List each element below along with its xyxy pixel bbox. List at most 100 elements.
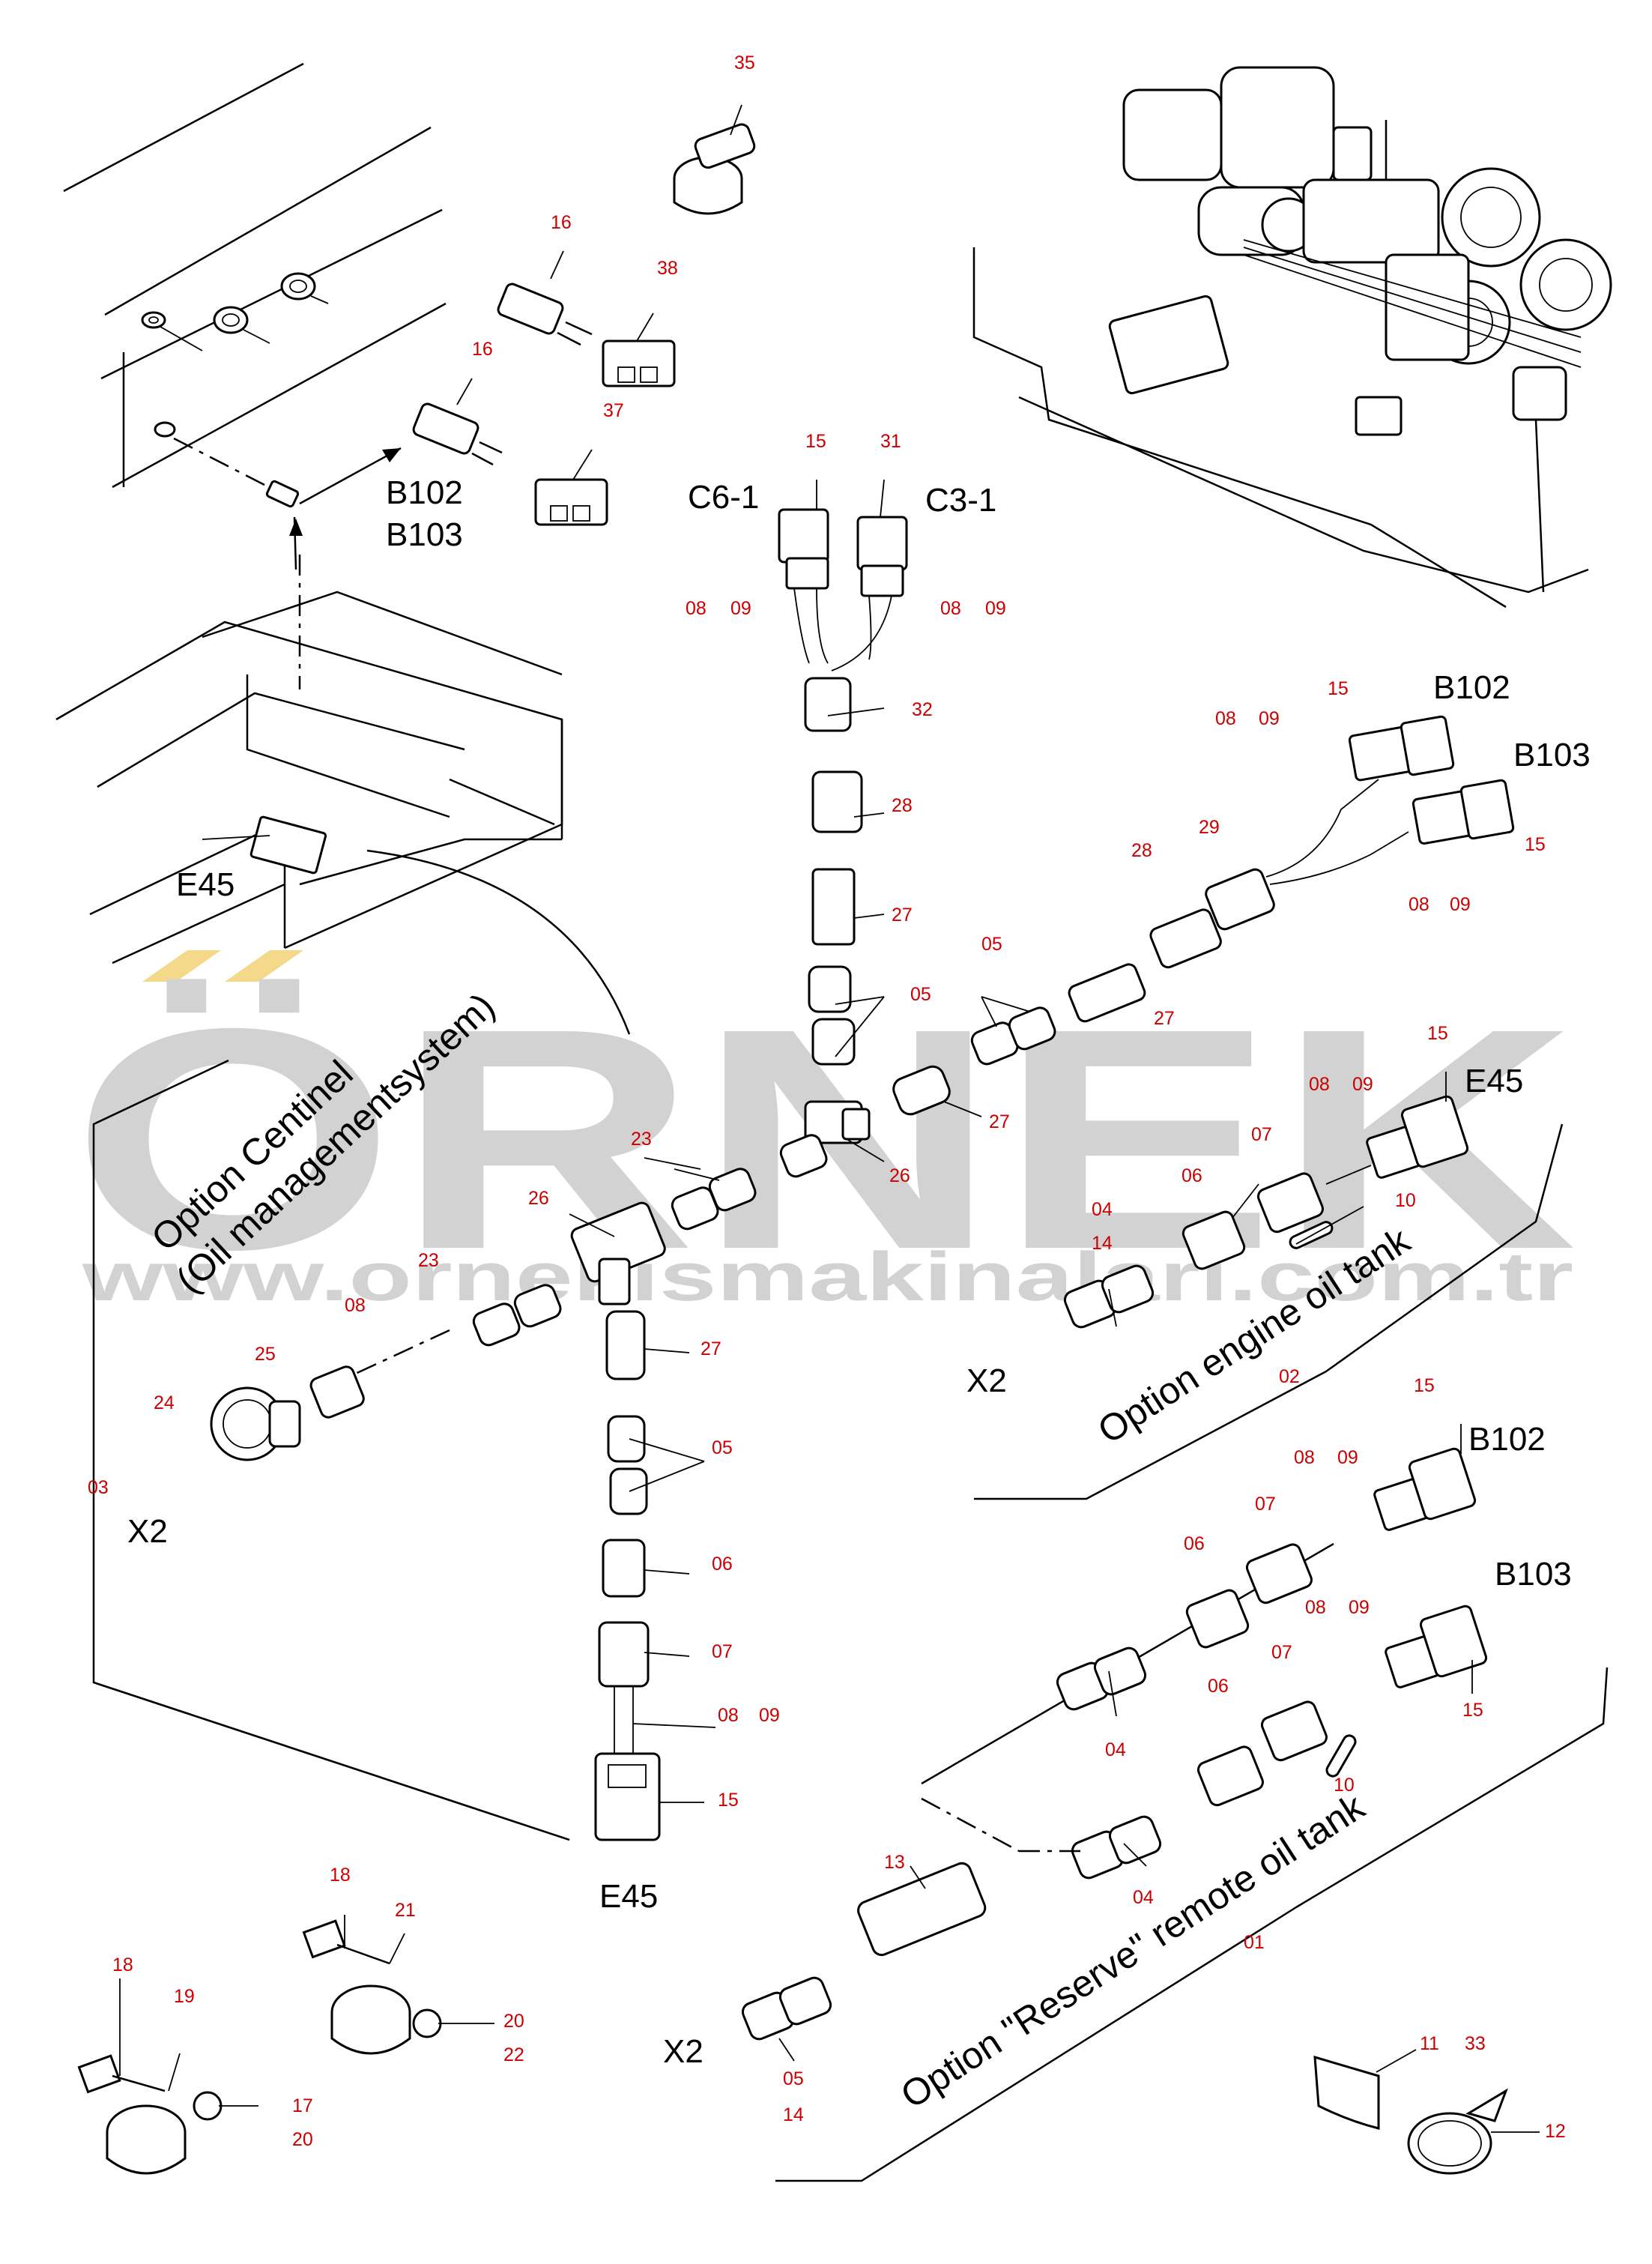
label-c3-1: C3-1 (925, 482, 996, 519)
callout: 28 (1131, 840, 1152, 861)
callout: 20 (292, 2129, 313, 2150)
label-b103-right2: B103 (1495, 1556, 1572, 1593)
callout: 24 (154, 1392, 175, 1413)
callout: 14 (1092, 1233, 1113, 1254)
callout: 31 (880, 431, 901, 452)
pointer-curve (366, 849, 631, 1035)
callout: 06 (1208, 1676, 1229, 1697)
clamp-35 (673, 104, 756, 215)
callout: 08 (718, 1705, 739, 1726)
callout: 16 (551, 212, 572, 233)
label-e45-left: E45 (176, 866, 235, 903)
callout: 35 (734, 52, 755, 73)
callout: 23 (631, 1129, 652, 1150)
callout: 02 (1279, 1366, 1300, 1387)
connector-c3-1 (831, 479, 908, 671)
callout: 15 (1525, 834, 1546, 855)
washers-group (141, 272, 329, 487)
component-labels: B102 B103 C6-1 C3-1 E45 B102 B103 E45 X2… (127, 474, 1591, 2070)
callout: 27 (1154, 1008, 1175, 1029)
connector-c6-1 (778, 480, 829, 664)
label-x2-mid: X2 (966, 1362, 1007, 1399)
callout: 08 (345, 1295, 366, 1316)
callout: 04 (1105, 1739, 1126, 1760)
callout: 01 (1244, 1932, 1265, 1953)
sleeve-11-33 (1313, 2055, 1380, 2130)
label-b103-right1: B103 (1513, 737, 1591, 773)
callout: 18 (330, 1865, 351, 1886)
callout: 37 (603, 400, 624, 421)
label-x2-bottom: X2 (663, 2033, 704, 2070)
callout: 05 (981, 934, 1002, 955)
sensor-16-bottom (412, 378, 503, 466)
label-b103-left: B103 (386, 516, 463, 553)
connector-b102-harness1 (1348, 715, 1455, 782)
callout: 03 (88, 1477, 109, 1498)
callout: 04 (1092, 1199, 1113, 1220)
callout: 09 (1337, 1447, 1358, 1468)
callout: 26 (889, 1165, 910, 1186)
callout: 09 (1349, 1597, 1370, 1618)
callout: 06 (712, 1554, 733, 1575)
label-c6-1: C6-1 (688, 479, 759, 516)
callout: 16 (472, 339, 493, 360)
callout: 22 (503, 2044, 524, 2065)
callout: 18 (112, 1954, 133, 1975)
callout: 32 (912, 699, 933, 720)
chassis-frame (55, 591, 563, 965)
watermark-url: www.ornekismakinalari.com.tr (81, 1239, 1573, 1315)
callout: 29 (1199, 817, 1220, 838)
callout: 09 (1259, 708, 1280, 729)
frame-lines (63, 62, 447, 489)
callout: 15 (1427, 1023, 1448, 1044)
callout: 07 (1251, 1124, 1272, 1145)
option-brackets (92, 1059, 1609, 2182)
callout: 19 (174, 1986, 195, 2007)
sensor-16-top (497, 250, 593, 346)
callout: 26 (528, 1188, 549, 1209)
callout: 07 (1271, 1642, 1292, 1663)
callout: 08 (940, 598, 961, 619)
connector-38 (602, 313, 676, 387)
callout: 27 (989, 1111, 1010, 1132)
vertical-harness-bottom (594, 1310, 661, 1841)
vertical-harness-top (804, 677, 871, 1144)
label-b102-right2: B102 (1468, 1421, 1546, 1458)
callout: 08 (686, 598, 707, 619)
callout: 28 (892, 795, 913, 816)
callout: 15 (1462, 1700, 1483, 1721)
callout: 15 (1414, 1375, 1435, 1396)
callout: 06 (1184, 1533, 1205, 1554)
callout: 07 (1255, 1494, 1276, 1515)
callout: 15 (1328, 678, 1349, 699)
horizontal-harness-left (210, 1134, 828, 1461)
callout: 08 (1409, 894, 1429, 915)
label-e45-right: E45 (1465, 1063, 1523, 1099)
remote-oil-tank-harness (741, 1447, 1488, 2041)
callout: 23 (418, 1250, 439, 1271)
clamp-assembly-18-19 (77, 2054, 223, 2175)
callout-numbers: 35 16 16 38 37 15 31 08 09 08 09 32 28 2… (88, 52, 1566, 2150)
label-x2-left: X2 (127, 1513, 168, 1550)
callout: 13 (884, 1852, 905, 1873)
clamp-assembly-18-21 (302, 1919, 442, 2055)
leader-lines (119, 707, 1540, 2133)
callout: 10 (1395, 1190, 1416, 1211)
callout: 14 (783, 2104, 804, 2125)
callout: 05 (783, 2068, 804, 2089)
callout: 10 (1334, 1775, 1355, 1796)
callout: 15 (718, 1790, 739, 1811)
callout: 21 (395, 1900, 416, 1921)
callout: 08 (1305, 1597, 1326, 1618)
callout: 08 (1294, 1447, 1315, 1468)
watermark-accent-right (225, 950, 303, 982)
callout: 06 (1181, 1165, 1202, 1186)
cable-tie-12 (1407, 2088, 1508, 2175)
callout: 04 (1133, 1887, 1154, 1908)
callout: 07 (712, 1641, 733, 1662)
connector-b103-harness1 (1412, 779, 1515, 845)
engine-illustration (972, 66, 1612, 609)
callout: 09 (1450, 894, 1471, 915)
callout: 11 (1420, 2033, 1439, 2054)
